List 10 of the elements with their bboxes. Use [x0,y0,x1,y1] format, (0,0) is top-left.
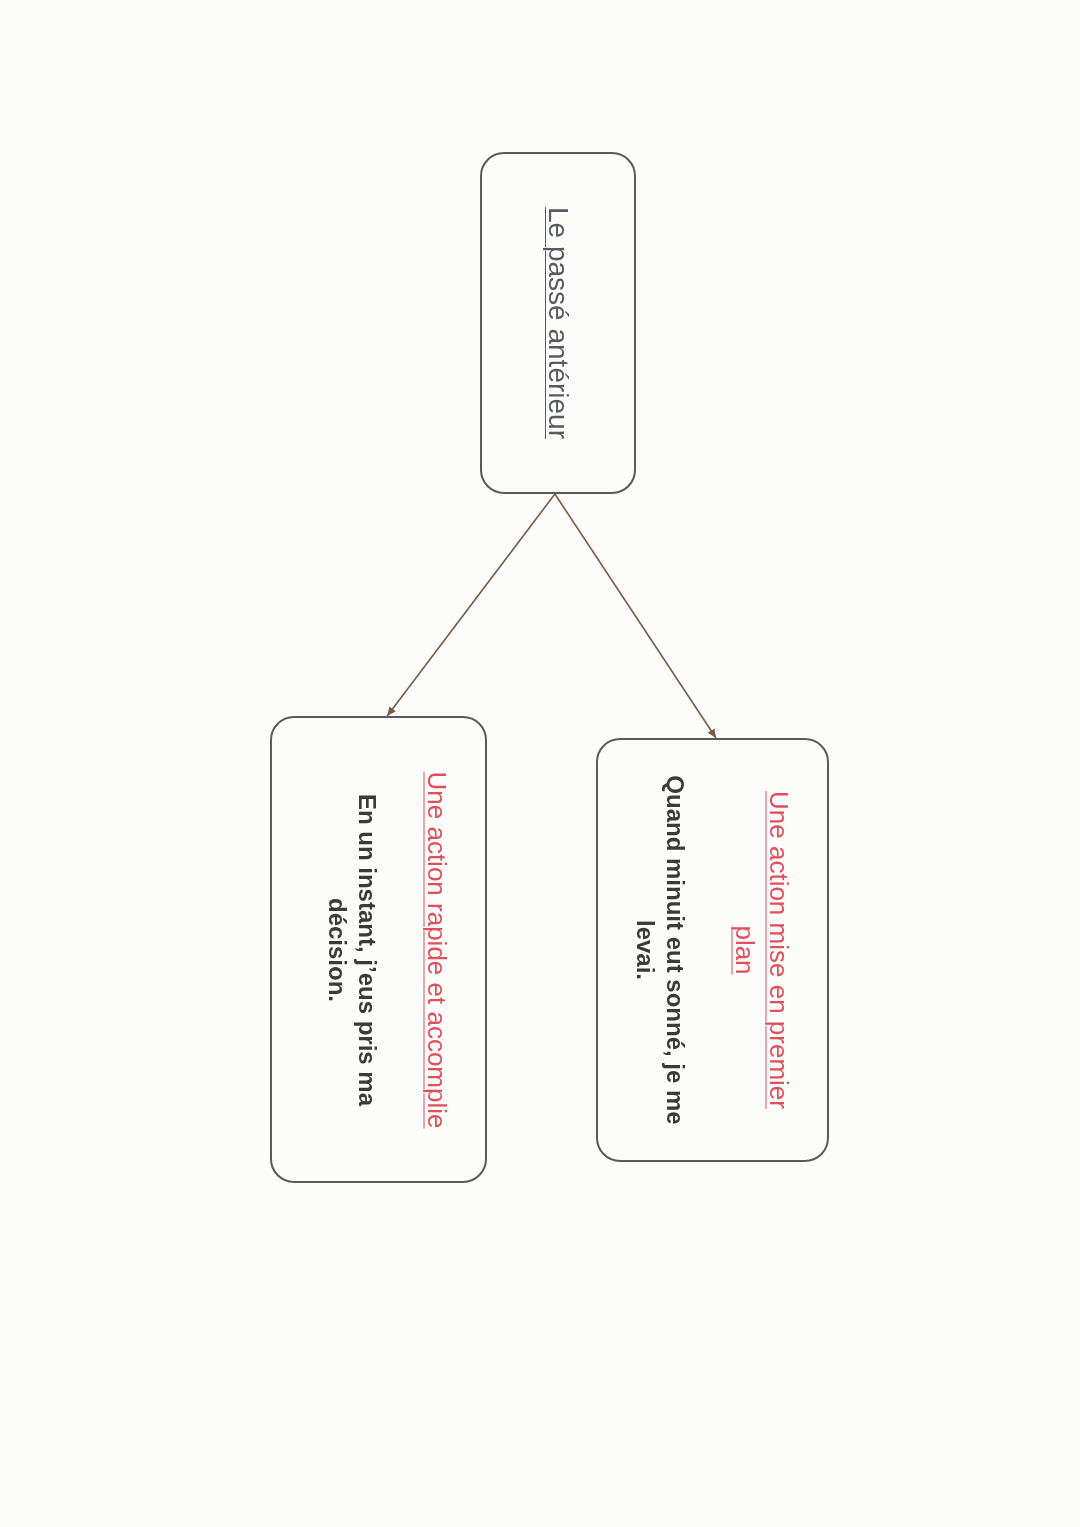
example-sentence: En un instant, j’eus pris ma décision. [322,792,381,1109]
box-heading: Une action rapide et accomplie [420,771,452,1128]
topic-title: Le passé antérieur [542,207,575,439]
rounded-box [270,716,487,1183]
example-sentence: Quand minuit eut sonné, je me levai. [630,774,689,1127]
arrow [386,493,556,717]
rounded-box [596,738,829,1162]
rounded-box [480,152,636,494]
box-heading: Une action mise en premier plan [728,790,794,1111]
arrow [554,493,717,739]
